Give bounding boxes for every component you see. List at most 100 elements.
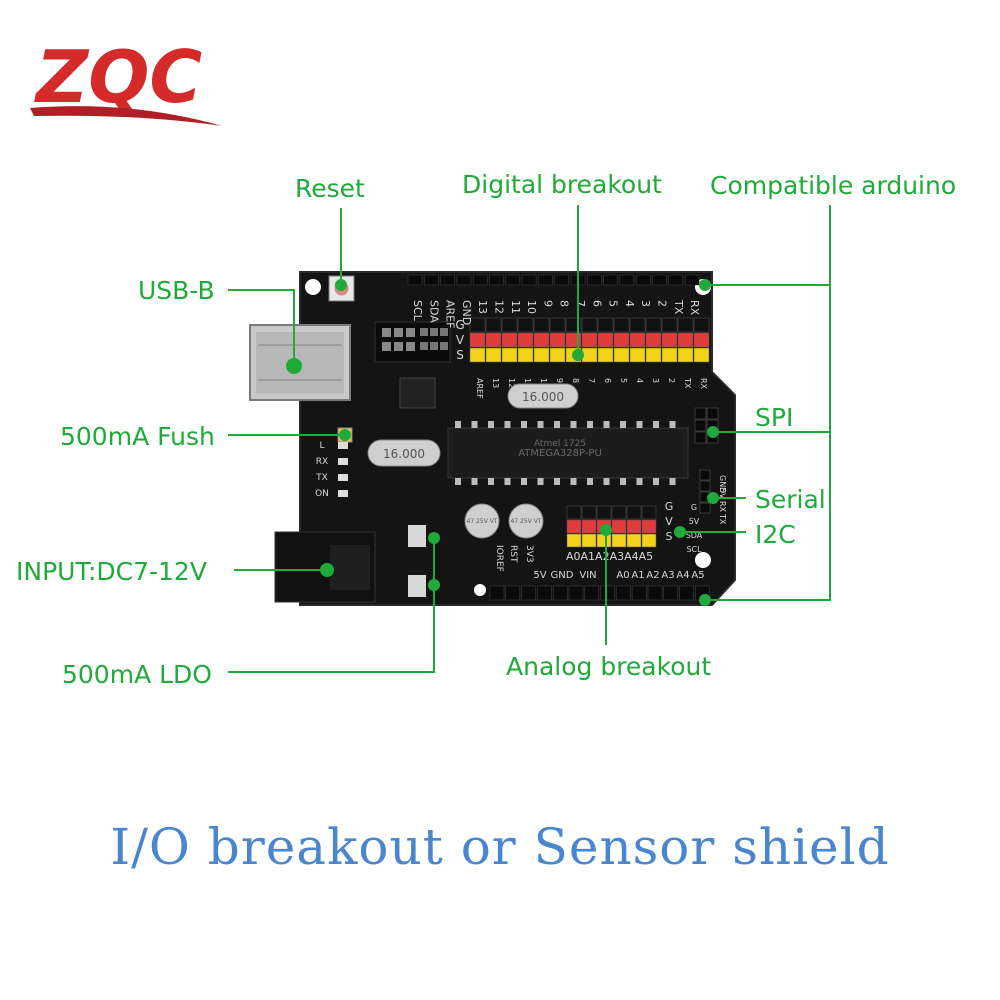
top-pin-label: 11 [509, 300, 522, 314]
chip-leg [537, 478, 544, 485]
top-header-pin [407, 274, 423, 286]
serial-label: 5V [718, 488, 727, 499]
digital-bottom-label: 11 [523, 378, 532, 388]
row-label: S [666, 530, 673, 543]
row-label: G [665, 500, 674, 513]
analog-pin [596, 533, 612, 548]
logo-letters: ZQC [34, 35, 202, 119]
digital-pin [613, 332, 630, 348]
row-label: V [456, 333, 465, 347]
digital-pin [613, 317, 630, 333]
callout-usb-b: USB-B [138, 276, 215, 305]
serial-pin [699, 469, 711, 481]
led-label: L [319, 441, 324, 451]
analog-pin [581, 533, 597, 548]
digital-pin [677, 347, 694, 363]
digital-bottom-label: 2 [667, 378, 676, 383]
chip-leg [554, 421, 560, 428]
analog-pin [626, 519, 642, 534]
chip-leg [504, 421, 511, 428]
analog-breakout-pins [566, 505, 657, 548]
bottom-header-pin [521, 585, 536, 601]
chip-leg [653, 478, 659, 485]
top-header-pin [489, 274, 504, 286]
top-pin-label: 8 [558, 300, 571, 307]
top-header-pin [440, 274, 455, 286]
chip-leg [636, 421, 643, 428]
chip-leg [521, 421, 527, 428]
top-header-pin [652, 274, 667, 286]
callout-spi: SPI [755, 403, 794, 432]
analog-pin [566, 533, 582, 548]
top-pin-label: 6 [590, 300, 603, 307]
analog-pin [626, 505, 642, 520]
icsp-pin [382, 328, 391, 337]
top-pin-label: AREF [444, 300, 457, 328]
bottom-header-pin [537, 585, 552, 601]
digital-bottom-label: 3 [651, 378, 660, 383]
digital-bottom-label: 8 [571, 378, 580, 383]
capacitor-1-label: 47 25V VT [467, 518, 498, 525]
led-label: TX [315, 473, 328, 483]
digital-bottom-label: 9 [555, 378, 564, 383]
chip-leg [669, 421, 676, 428]
top-pin-label: 4 [623, 300, 636, 307]
analog-header-label: A0 [616, 570, 629, 581]
bottom-header-pin [616, 585, 631, 601]
digital-pin [629, 317, 646, 333]
digital-bottom-label: 5 [619, 378, 628, 383]
chip-leg [587, 478, 593, 485]
spi-pin [694, 419, 707, 432]
icsp-pin [430, 328, 438, 336]
digital-pin [501, 332, 518, 348]
i2c-label: SCL [686, 545, 702, 554]
bottom-header-pin [631, 585, 647, 601]
chip-leg [521, 478, 527, 485]
top-header-pin [521, 274, 537, 286]
bottom-header-pin [679, 585, 694, 601]
zqc-logo: ZQC [30, 30, 230, 134]
analog-pin [596, 505, 612, 520]
callout-serial: Serial [755, 485, 826, 514]
digital-pin [501, 317, 518, 333]
top-header-pin [603, 274, 618, 286]
top-header-pin [472, 274, 488, 286]
chip-leg [653, 421, 659, 428]
serial-label: RX [718, 501, 727, 513]
chip-leg [455, 421, 461, 428]
atmega-chip [447, 427, 689, 479]
top-header-pin [587, 274, 602, 286]
digital-bottom-label: 6 [603, 378, 612, 383]
analog-pin [611, 533, 627, 548]
digital-pin [693, 347, 710, 363]
capacitor-1 [464, 503, 500, 539]
digital-pin [581, 317, 598, 333]
callout-input: INPUT:DC7-12V [16, 557, 207, 586]
usb-chip [399, 377, 436, 409]
digital-bottom-label: 12 [507, 378, 516, 388]
mounting-hole [695, 552, 711, 568]
icsp-pin [394, 342, 403, 351]
callout-analog: Analog breakout [506, 652, 712, 681]
digital-pin [549, 332, 566, 348]
bottom-header-pin [505, 585, 521, 601]
chip-leg [537, 421, 544, 428]
serial-pin [699, 480, 711, 492]
analog-pin [566, 519, 582, 534]
digital-pin [549, 347, 566, 363]
led-label: RX [316, 457, 328, 467]
ldo-regulator-2 [408, 575, 426, 597]
callout-fuse: 500mA Fush [60, 422, 215, 451]
chip-leg [488, 478, 494, 485]
analog-pin [581, 505, 597, 520]
icsp-pin [382, 342, 391, 351]
chip-leg [504, 478, 511, 485]
top-header-pin [619, 274, 635, 286]
digital-pin [533, 317, 550, 333]
callout-reset: Reset [295, 174, 365, 203]
capacitor-2-label: 47 25V VT [511, 518, 542, 525]
icsp-pin [406, 342, 415, 351]
